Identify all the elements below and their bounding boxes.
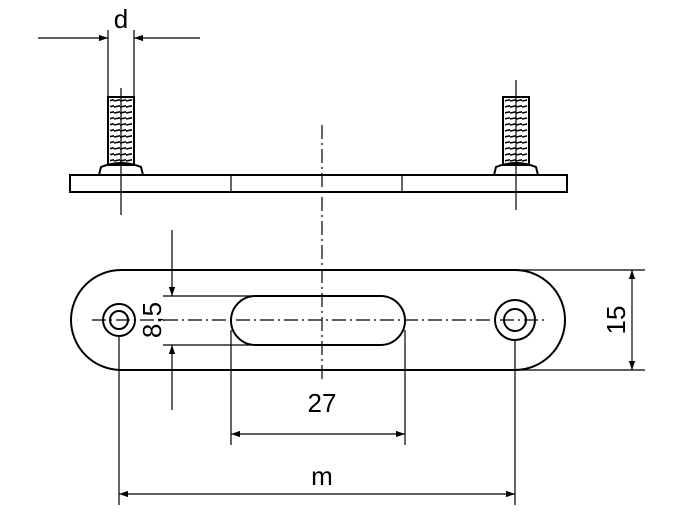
dimension-d: d — [38, 4, 200, 100]
dimension-slot-width: 8,5 — [137, 230, 262, 410]
label-plate-width: 15 — [601, 306, 631, 335]
dimension-slot-length: 27 — [230, 330, 406, 445]
label-slot-length: 27 — [308, 388, 337, 418]
label-d: d — [114, 4, 128, 34]
label-hole-spacing: m — [311, 461, 333, 491]
label-slot-width: 8,5 — [137, 302, 167, 338]
side-plate — [69, 174, 568, 193]
side-view: d — [38, 4, 568, 215]
top-plate — [70, 269, 566, 371]
dimension-plate-width: 15 — [515, 269, 645, 371]
dimension-hole-spacing: m — [118, 336, 516, 505]
